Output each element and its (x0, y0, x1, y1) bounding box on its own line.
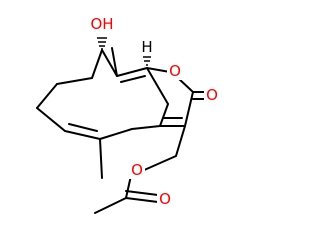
bond-c7-c8 (131, 125, 161, 130)
atom-label-ester-oxygen: O (129, 161, 145, 179)
bond-o-ring-c12 (177, 77, 194, 93)
svg-text:O: O (131, 161, 143, 179)
hashed-bond-hydrogen (143, 56, 151, 66)
bond-c10-o-ring (146, 67, 171, 73)
hashed-bond-hydroxyl (97, 37, 107, 50)
bond-c6-c7 (99, 128, 133, 140)
svg-text:O: O (206, 86, 218, 104)
svg-text:H: H (141, 38, 152, 56)
bond-c2-c3 (56, 77, 93, 85)
bond-c10-c11 (116, 67, 148, 77)
bond-c13-ch2 (175, 125, 186, 157)
atom-label-acetyl-oxygen: O (157, 190, 173, 208)
bond-ch2-o-ester (141, 155, 177, 172)
bond-c-acyl-o-double (125, 190, 159, 196)
bond-c5-c6 (64, 130, 101, 140)
molecule-structure: OH H O O O O (36, 14, 220, 214)
bond-c5-c6-double (68, 123, 98, 132)
atom-label-hydroxyl: OH (90, 14, 114, 34)
bond-c11-c1 (101, 49, 118, 77)
bond-c12-c13 (184, 91, 194, 127)
bond-c-acyl-methyl (94, 197, 127, 214)
bond-c10-c11-double (120, 75, 146, 83)
bond-c8-c9 (159, 103, 169, 127)
atom-label-stereo-hydrogen: H (141, 38, 153, 56)
svg-text:OH: OH (90, 15, 113, 33)
atom-label-carbonyl-oxygen: O (204, 86, 220, 104)
bond-group (36, 47, 208, 214)
bond-c4-c5 (36, 107, 66, 132)
svg-text:O: O (169, 62, 181, 80)
bond-c9-c10 (146, 67, 169, 105)
bond-c1-c2 (91, 49, 103, 79)
bond-c-acyl-o (125, 197, 159, 203)
atom-label-ring-oxygen: O (167, 62, 183, 80)
bond-c11-methyl (111, 47, 118, 77)
svg-text:O: O (159, 190, 171, 208)
bond-c3-c4 (36, 83, 58, 109)
bond-c5-methyl (99, 138, 103, 179)
